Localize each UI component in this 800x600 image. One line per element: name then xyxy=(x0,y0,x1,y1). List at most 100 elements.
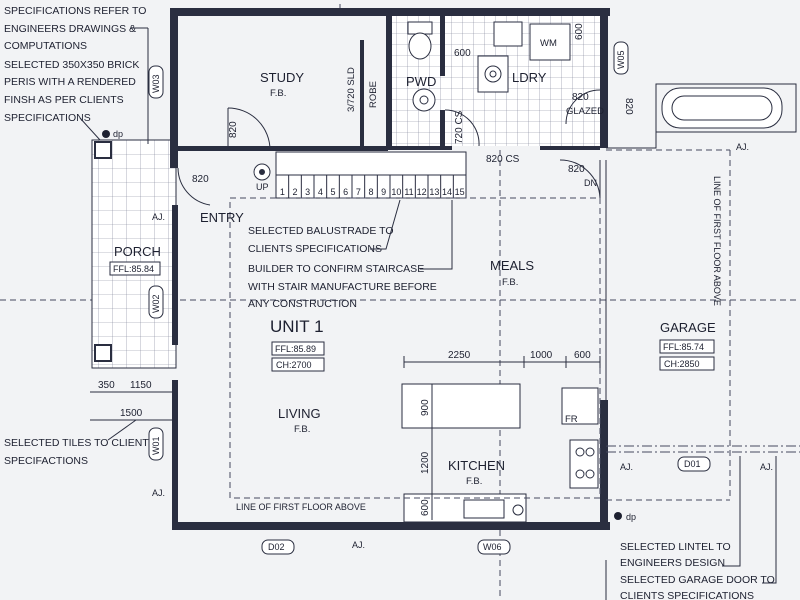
stair-number: 4 xyxy=(318,187,323,197)
note-lintel-line2: ENGINEERS DESIGN xyxy=(620,557,725,569)
note-peris-line2: PERIS WITH A RENDERED xyxy=(4,76,136,88)
line-of-first-floor-unit xyxy=(229,197,601,499)
room-garage-ffl: FFL:85.74 xyxy=(663,342,704,352)
note-engineers-line1: SPECIFICATIONS REFER TO xyxy=(4,5,146,17)
dim-820-w05: 820 xyxy=(623,98,634,115)
stair-number: 2 xyxy=(292,187,297,197)
marker-dn: DN xyxy=(584,178,597,188)
line-of-first-floor-garage: LINE OF FIRST FLOOR ABOVE xyxy=(712,176,722,306)
note-garage-door-line1: SELECTED GARAGE DOOR TO xyxy=(620,574,775,586)
dim-820-cs: 820 CS xyxy=(486,154,520,165)
dim-1500: 1500 xyxy=(120,408,143,419)
tag-d02: D02 xyxy=(268,542,285,552)
room-unit: UNIT 1 xyxy=(270,317,324,336)
marker-aj-garage-left: AJ. xyxy=(620,462,633,472)
room-study: STUDY xyxy=(260,70,304,85)
window-tags: W03 W02 W01 W05 W06 D01 D02 xyxy=(148,41,711,555)
note-engineers-line2: ENGINEERS DRAWINGS & xyxy=(4,23,136,35)
marker-dp-bottom: dp xyxy=(626,512,636,522)
note-balustrade-line2: CLIENTS SPECIFICATIONS xyxy=(248,243,382,255)
tag-w02: W02 xyxy=(151,294,161,313)
note-peris-line4: SPECIFICATIONS xyxy=(4,112,91,124)
stair-number: 15 xyxy=(455,187,465,197)
dim-900: 900 xyxy=(420,399,431,416)
room-garage: GARAGE xyxy=(660,320,716,335)
marker-up: UP xyxy=(256,182,269,192)
porch-tiles xyxy=(92,140,176,368)
dim-1200: 1200 xyxy=(420,451,431,474)
room-unit-ch: CH:2700 xyxy=(276,360,312,370)
note-balustrade-line1: SELECTED BALUSTRADE TO xyxy=(248,225,394,237)
room-garage-ch: CH:2850 xyxy=(664,359,700,369)
tag-w03: W03 xyxy=(151,74,161,93)
dim-820-garage: 820 xyxy=(568,164,585,175)
dim-2250: 2250 xyxy=(448,350,471,361)
room-meals: MEALS xyxy=(490,258,534,273)
room-living: LIVING xyxy=(278,406,321,421)
note-staircase-line1: BUILDER TO CONFIRM STAIRCASE xyxy=(248,263,424,275)
tag-w05: W05 xyxy=(616,50,626,69)
tag-d01: D01 xyxy=(684,459,701,469)
room-study-fb: F.B. xyxy=(270,88,286,99)
dim-600-kitchen: 600 xyxy=(574,350,591,361)
dim-720-cs: 720 CS xyxy=(454,110,465,144)
note-peris-line1: SELECTED 350X350 BRICK xyxy=(4,59,139,71)
note-staircase-line3: ANY CONSTRUCTION xyxy=(248,298,357,310)
dim-820-entry: 820 xyxy=(192,174,209,185)
marker-aj-porch: AJ. xyxy=(152,212,165,222)
peri-top xyxy=(94,141,112,159)
stair-number: 13 xyxy=(429,187,439,197)
room-ldry: LDRY xyxy=(512,70,547,85)
door-swings xyxy=(177,89,601,206)
stair-number: 7 xyxy=(356,187,361,197)
room-robe: ROBE xyxy=(368,81,379,108)
room-kitchen-fb: F.B. xyxy=(466,476,482,487)
note-engineers-line3: COMPUTATIONS xyxy=(4,40,87,52)
marker-dp-top: dp xyxy=(113,129,123,139)
room-living-fb: F.B. xyxy=(294,424,310,435)
line-of-first-floor-bottom: LINE OF FIRST FLOOR ABOVE xyxy=(236,502,366,512)
room-pwd: PWD xyxy=(406,74,436,89)
tag-w01: W01 xyxy=(151,436,161,455)
dim-820-ldry: 820 xyxy=(572,92,589,103)
room-sld: 3/720 SLD xyxy=(346,67,357,112)
room-wm: WM xyxy=(540,38,557,49)
note-tiles-line2: SPECIFACTIONS xyxy=(4,455,88,467)
stair-number: 14 xyxy=(442,187,452,197)
room-entry: ENTRY xyxy=(200,210,244,225)
external-walls xyxy=(170,8,610,530)
stair-number: 8 xyxy=(368,187,373,197)
dim-350: 350 xyxy=(98,380,115,391)
room-meals-fb: F.B. xyxy=(502,277,518,288)
tag-w06: W06 xyxy=(483,542,502,552)
dimension-lines xyxy=(90,356,601,520)
room-fr: FR xyxy=(565,414,578,425)
stair-number: 3 xyxy=(305,187,310,197)
note-lintel-line1: SELECTED LINTEL TO xyxy=(620,541,731,553)
marker-aj-garage-right: AJ. xyxy=(760,462,773,472)
dim-1000: 1000 xyxy=(530,350,553,361)
note-peris-line3: FINSH AS PER CLIENTS xyxy=(4,94,124,106)
dim-820-study: 820 xyxy=(228,121,239,138)
room-unit-ffl: FFL:85.89 xyxy=(275,344,316,354)
stair-number: 6 xyxy=(343,187,348,197)
peri-bottom xyxy=(94,344,112,362)
stair-number: 5 xyxy=(330,187,335,197)
room-glazed: GLAZED xyxy=(566,106,604,117)
marker-aj-bottom: AJ. xyxy=(352,540,365,550)
marker-aj-left: AJ. xyxy=(152,488,165,498)
fixtures xyxy=(253,21,783,523)
dim-1150: 1150 xyxy=(130,380,152,391)
room-porch-ffl: FFL:85.84 xyxy=(113,264,154,274)
note-staircase-line2: WITH STAIR MANUFACTURE BEFORE xyxy=(248,281,437,293)
dim-600-ldry: 600 xyxy=(574,23,585,40)
stair-number: 9 xyxy=(381,187,386,197)
marker-aj-garage-top: AJ. xyxy=(736,142,749,152)
internal-walls xyxy=(178,16,600,151)
note-garage-door-line2: CLIENTS SPECIFICATIONS xyxy=(620,590,754,600)
dim-600-bench: 600 xyxy=(420,499,431,516)
dim-600-pwd: 600 xyxy=(454,48,471,59)
room-porch: PORCH xyxy=(114,244,161,259)
